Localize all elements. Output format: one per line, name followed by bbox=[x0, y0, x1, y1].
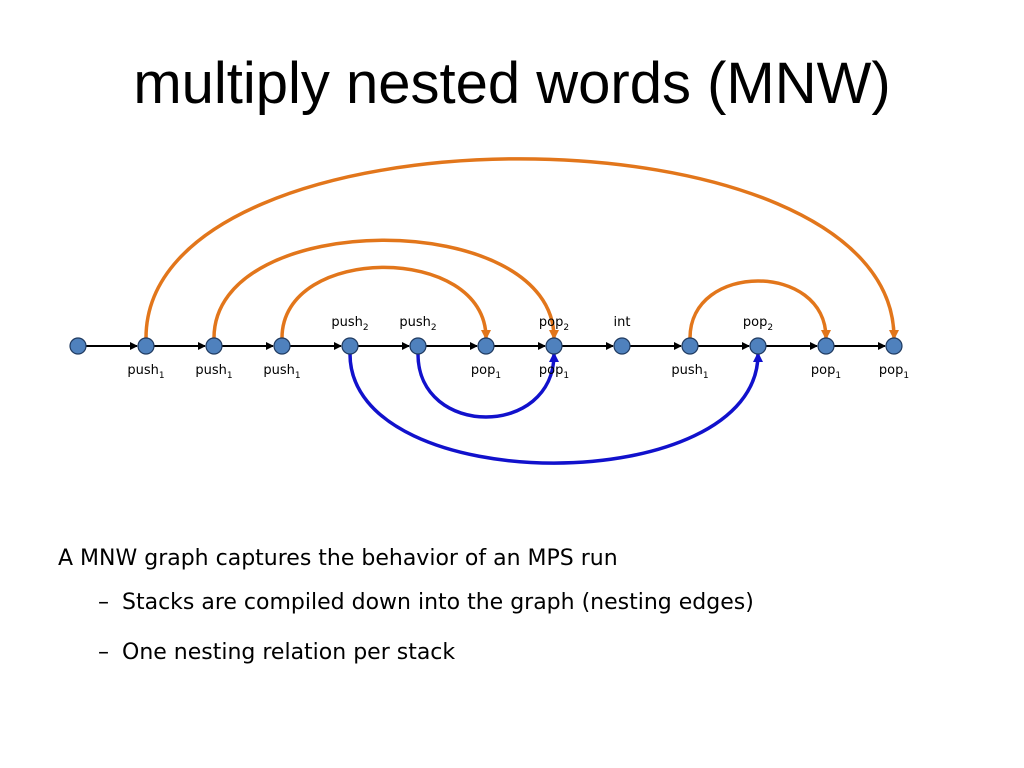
bullet-list: A MNW graph captures the behavior of an … bbox=[58, 540, 998, 678]
node-label: push2 bbox=[331, 315, 368, 333]
graph-node bbox=[817, 337, 835, 355]
node-labels: push1 push1 push1 push2 push2 pop1 pop2 pop1 int… bbox=[127, 315, 909, 381]
node-label: pop1 bbox=[811, 363, 841, 381]
node-label: push1 bbox=[263, 363, 300, 381]
nesting-edge-stack2 bbox=[416, 352, 559, 419]
graph-node bbox=[273, 337, 291, 355]
node-label: pop2 bbox=[743, 315, 773, 333]
bullet-dash: – bbox=[98, 640, 109, 665]
node-label: pop2 bbox=[539, 315, 569, 333]
node-label: pop1 bbox=[879, 363, 909, 381]
graph-node bbox=[477, 337, 495, 355]
node-label: int bbox=[614, 315, 631, 330]
nesting-edges bbox=[144, 157, 899, 465]
node-label: push1 bbox=[127, 363, 164, 381]
bullet-sub-1: – Stacks are compiled down into the grap… bbox=[58, 578, 998, 628]
graph-node bbox=[205, 337, 223, 355]
graph-node bbox=[749, 337, 767, 355]
graph-node bbox=[69, 337, 87, 355]
bullet-dash: – bbox=[98, 590, 109, 615]
node-label: pop1 bbox=[539, 363, 569, 381]
bullet-main: A MNW graph captures the behavior of an … bbox=[58, 546, 618, 571]
graph-node bbox=[137, 337, 155, 355]
graph-node bbox=[613, 337, 631, 355]
nesting-edge-stack1 bbox=[212, 238, 559, 340]
slide-title: multiply nested words (MNW) bbox=[133, 51, 891, 116]
nesting-edge-stack2 bbox=[348, 352, 763, 465]
node-label: push2 bbox=[399, 315, 436, 333]
graph-node bbox=[681, 337, 699, 355]
graph-node bbox=[885, 337, 903, 355]
node-label: pop1 bbox=[471, 363, 501, 381]
bullet-sub-2: – One nesting relation per stack bbox=[58, 628, 998, 678]
nodes bbox=[69, 337, 903, 355]
nesting-edge-stack1 bbox=[688, 279, 831, 340]
bullet-sub-2-text: One nesting relation per stack bbox=[122, 640, 456, 665]
graph-node bbox=[341, 337, 359, 355]
node-label: push1 bbox=[671, 363, 708, 381]
graph-node bbox=[409, 337, 427, 355]
nesting-edge-stack1 bbox=[144, 157, 899, 340]
bullet-sub-1-text: Stacks are compiled down into the graph … bbox=[122, 590, 754, 615]
graph-node bbox=[545, 337, 563, 355]
node-label: push1 bbox=[195, 363, 232, 381]
nesting-edge-stack1 bbox=[280, 265, 491, 340]
